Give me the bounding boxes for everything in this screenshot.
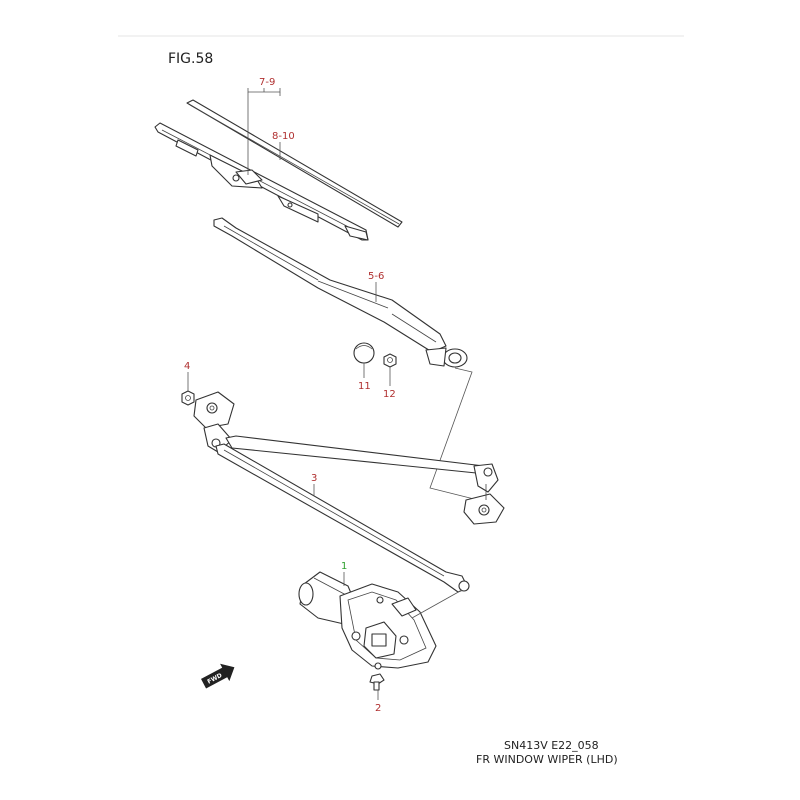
fwd-arrow-icon: FWD <box>200 663 235 689</box>
callout-11: 11 <box>358 381 371 392</box>
callout-4: 4 <box>184 361 190 372</box>
figure-title: FR WINDOW WIPER (LHD) <box>476 753 618 766</box>
mount-nut[interactable] <box>181 390 195 406</box>
assembly-guide-line <box>429 367 479 501</box>
callout-8-10: 8-10 <box>272 131 295 142</box>
callout-leaders <box>187 88 391 700</box>
arm-nut[interactable] <box>383 353 397 368</box>
callout-1: 1 <box>341 561 347 572</box>
callout-7-9: 7-9 <box>259 77 275 88</box>
wiper-motor[interactable] <box>298 571 437 670</box>
wiper-arm[interactable] <box>213 217 468 368</box>
callout-3: 3 <box>311 473 317 484</box>
pivot-cap[interactable] <box>353 342 375 364</box>
figure-label: FIG.58 <box>168 51 213 67</box>
mount-bolt[interactable] <box>369 673 385 691</box>
figure-code: SN413V E22_058 <box>504 739 599 752</box>
callout-2: 2 <box>375 703 381 714</box>
wiper-blade[interactable] <box>154 99 403 241</box>
callout-5-6: 5-6 <box>368 271 384 282</box>
wiper-linkage[interactable] <box>193 391 505 593</box>
callout-12: 12 <box>383 389 396 400</box>
crank-guide-line <box>411 589 463 619</box>
